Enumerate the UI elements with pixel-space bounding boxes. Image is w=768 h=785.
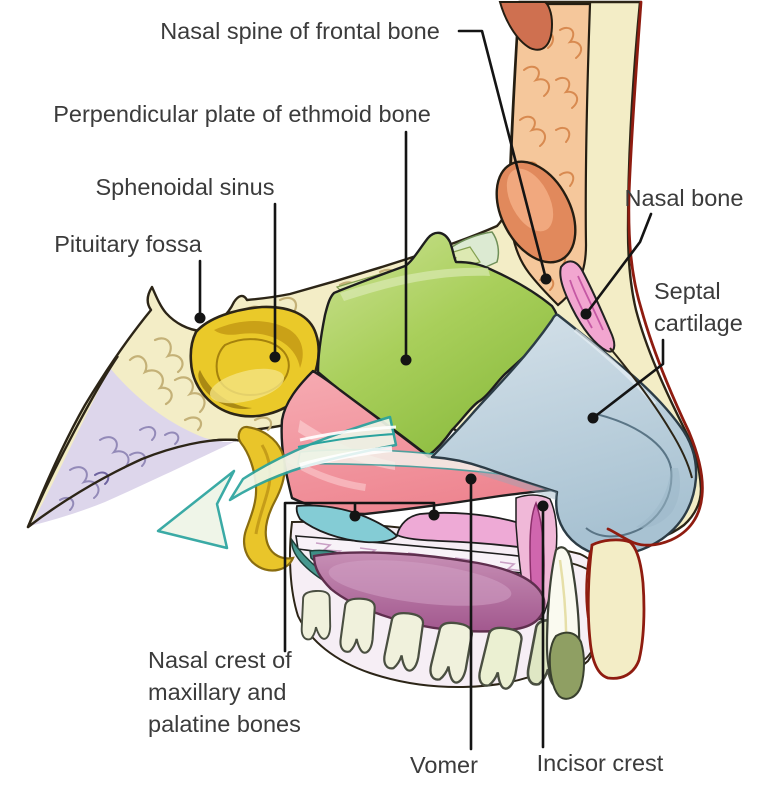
leader-nasal-spine — [457, 29, 548, 281]
lavender-bone-region — [30, 368, 236, 526]
label-dot — [194, 312, 206, 324]
label-incisor-crest: Incisor crest — [537, 750, 664, 776]
leader-nasal-bone — [584, 212, 653, 316]
pterygoid-shade — [254, 444, 272, 535]
hard-palate-purple — [312, 551, 546, 633]
label-pituitary-fossa: Pituitary fossa — [54, 231, 203, 257]
label-nasal-bone: Nasal bone — [625, 185, 744, 211]
label-nasal-spine: Nasal spine of frontal bone — [160, 18, 440, 44]
nasal-bone-region — [559, 260, 616, 353]
frontal-sinus-highlight — [506, 168, 554, 232]
label-nasal-crest-line3: palatine bones — [148, 711, 301, 737]
label-dot — [428, 509, 440, 521]
leader-lines — [198, 29, 665, 751]
trabecular-texture-lavender — [59, 426, 180, 511]
label-sphenoidal-sinus: Sphenoidal sinus — [96, 174, 275, 200]
frontal-sinus-upper — [498, 1, 554, 51]
sphenoidal-sinus-region — [189, 305, 320, 418]
label-septal-cartilage-line2: cartilage — [654, 310, 743, 336]
label-dot — [349, 510, 361, 522]
airflow-arrow — [156, 415, 398, 550]
leader-dots — [194, 273, 599, 522]
leader-septal-cartilage — [591, 338, 665, 420]
frontal-bone-region — [495, 1, 592, 307]
labels: Nasal spine of frontal bone Perpendicula… — [53, 18, 743, 778]
upper-lip — [585, 538, 646, 680]
label-nasal-crest-line1: Nasal crest of — [148, 647, 292, 673]
tooth — [339, 597, 377, 655]
tail-outline — [26, 355, 237, 529]
label-vomer: Vomer — [410, 752, 478, 778]
airflow-arrowhead — [156, 469, 236, 550]
label-septal-cartilage-line1: Septal — [654, 278, 721, 304]
label-dot — [465, 473, 477, 485]
label-dot — [587, 412, 599, 424]
label-dot — [537, 500, 549, 512]
label-dot — [540, 273, 552, 285]
label-dot — [580, 308, 592, 320]
label-dot — [269, 351, 281, 363]
canine-tooth — [548, 631, 585, 700]
face-profile-outline — [606, 0, 704, 547]
label-nasal-crest-line2: maxillary and — [148, 679, 286, 705]
label-dot — [400, 354, 412, 366]
label-perpendicular-plate: Perpendicular plate of ethmoid bone — [53, 101, 431, 127]
nose-bridge-line — [609, 347, 693, 479]
